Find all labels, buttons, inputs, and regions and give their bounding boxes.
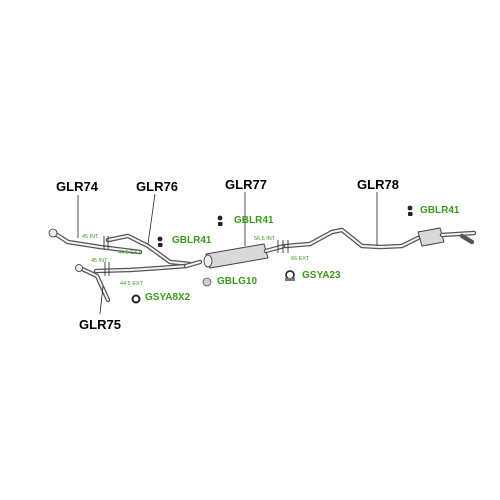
- rubber-hanger-icon: [407, 205, 413, 216]
- rubber-hanger-icon: [217, 215, 223, 226]
- dimension-label: 44.5 EXT: [118, 250, 142, 256]
- dimension-label: 45 INT: [91, 258, 108, 264]
- clamp-icon: [131, 294, 141, 304]
- bracket-icon: [285, 270, 295, 281]
- pipe-glr76: [93, 233, 203, 274]
- accessory-label-gsya8x2: GSYA8X2: [145, 292, 191, 303]
- dimension-label: 56.5 INT: [254, 236, 276, 242]
- accessory-label-gsya23: GSYA23: [302, 270, 341, 281]
- accessory-label-gblg10: GBLG10: [217, 276, 257, 287]
- accessory-label-gblr41: GBLR41: [234, 215, 274, 226]
- gasket-icon: [202, 277, 212, 287]
- part-label-glr76: GLR76: [136, 179, 178, 194]
- pipe-glr75: [75, 264, 111, 303]
- joint-markers: [103, 236, 289, 276]
- part-label-glr77: GLR77: [225, 177, 267, 192]
- part-label-glr74: GLR74: [56, 179, 99, 194]
- accessory-label-gblr41: GBLR41: [172, 235, 212, 246]
- part-label-glr75: GLR75: [79, 317, 121, 332]
- part-label-glr78: GLR78: [357, 177, 399, 192]
- leader-lines: [77, 192, 378, 315]
- pipe-glr74: [48, 228, 143, 255]
- muffler-glr77: [203, 243, 287, 269]
- pipe-glr78: [283, 227, 477, 250]
- dimension-label: 45 INT: [82, 234, 99, 240]
- dimension-label: 44.5 EXT: [120, 281, 144, 287]
- rubber-hanger-icon: [157, 236, 163, 247]
- dimension-label: 66 EXT: [291, 256, 310, 262]
- accessory-label-gblr41: GBLR41: [420, 205, 460, 216]
